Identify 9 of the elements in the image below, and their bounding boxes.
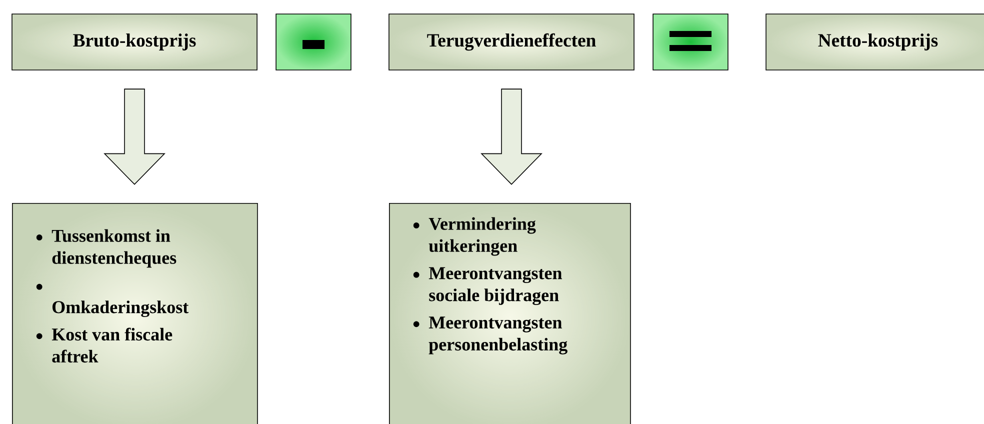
block-arrow: [104, 88, 166, 185]
operator-box: [652, 14, 728, 70]
label-box: Netto-kostprijs: [766, 14, 984, 70]
list-box: Vermindering uitkeringen Meerontvangsten sociale bijdragen Meerontvangsten personenbelasting: [389, 203, 631, 424]
label-box: Bruto-kostprijs: [12, 14, 258, 70]
list-box: Tussenkomst in dienstencheques Omkaderingskost Kost van fiscale aftrek: [12, 203, 258, 424]
label-box: Terugverdieneffecten: [388, 14, 634, 70]
operator-box: [276, 14, 352, 70]
block-arrow: [480, 88, 542, 185]
